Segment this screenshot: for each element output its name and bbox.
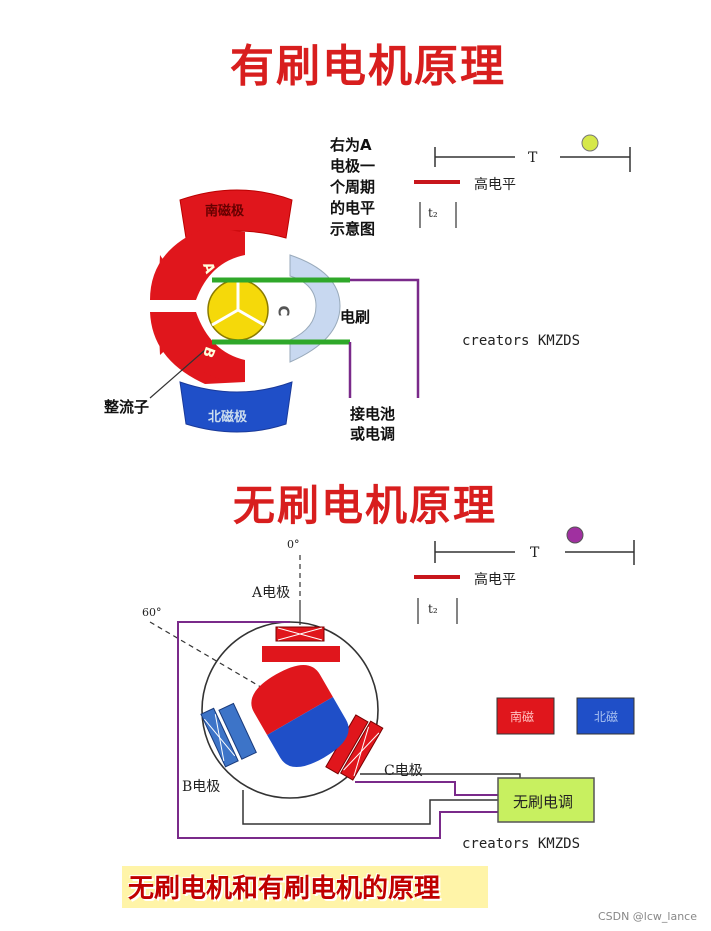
south-pole-label: 南磁极 bbox=[205, 204, 245, 219]
rotor bbox=[251, 664, 349, 768]
legend-south-label: 南磁 bbox=[510, 710, 535, 724]
watermark: CSDN @lcw_lance bbox=[597, 910, 697, 923]
esc-label: 无刷电调 bbox=[513, 793, 574, 811]
esc-box bbox=[497, 777, 595, 823]
period-label: T bbox=[528, 150, 538, 166]
waveform-note-line-1: 右为A bbox=[330, 136, 372, 154]
brushed-motor-title: 有刷电机原理 bbox=[230, 41, 506, 92]
coil-c bbox=[325, 714, 384, 781]
waveform-note-line-4: 的电平 bbox=[330, 199, 376, 217]
connect-label-line-2: 或电调 bbox=[350, 425, 396, 443]
high-level-label-brushless: 高电平 bbox=[474, 572, 516, 588]
credit-brushed: creators KMZDS bbox=[462, 333, 581, 349]
period-label-brushless: T bbox=[530, 545, 540, 561]
brush-label: 电刷 bbox=[340, 308, 371, 326]
bottom-caption: 无刷电机和有刷电机的原理 bbox=[128, 874, 441, 904]
north-pole-magnet bbox=[179, 381, 293, 433]
t2-label-brushless: t₂ bbox=[428, 602, 438, 616]
pole-a-label: A电极 bbox=[252, 585, 291, 601]
wire-coil-b bbox=[242, 790, 498, 825]
segment-c-label: C bbox=[274, 305, 293, 317]
high-level-label: 高电平 bbox=[474, 177, 516, 193]
indicator-dot-purple bbox=[566, 526, 584, 544]
pole-shoe-a bbox=[262, 646, 340, 662]
waveform-note-line-5: 示意图 bbox=[330, 220, 376, 238]
angle-60-label: 60° bbox=[142, 606, 162, 619]
armature-segment-c bbox=[289, 254, 341, 363]
legend-north-swatch bbox=[576, 697, 635, 735]
connect-label-line-1: 接电池 bbox=[350, 405, 396, 423]
north-pole-label: 北磁极 bbox=[208, 410, 248, 425]
pole-c-label: C电极 bbox=[384, 763, 423, 779]
legend-south-swatch bbox=[496, 697, 555, 735]
waveform-note-line-3: 个周期 bbox=[330, 178, 376, 196]
wire-coil-a bbox=[177, 621, 498, 839]
armature-arm-b bbox=[158, 312, 230, 382]
wire-brush-top bbox=[350, 278, 420, 398]
waveform-note-line-2: 电极一 bbox=[330, 157, 376, 175]
wire-coil-c bbox=[355, 781, 498, 796]
credit-brushless: creators KMZDS bbox=[462, 836, 581, 852]
indicator-dot-yellow bbox=[581, 134, 599, 152]
t2-label: t₂ bbox=[428, 206, 438, 220]
caption-background bbox=[122, 866, 488, 908]
pole-b-label: B电极 bbox=[182, 779, 221, 795]
brushless-motor-title: 无刷电机原理 bbox=[233, 481, 498, 530]
armature-upper bbox=[150, 228, 245, 300]
commutator-label: 整流子 bbox=[104, 398, 150, 416]
legend-north-label: 北磁 bbox=[594, 710, 619, 724]
angle-0-label: 0° bbox=[287, 538, 300, 551]
coil-b bbox=[200, 702, 257, 768]
